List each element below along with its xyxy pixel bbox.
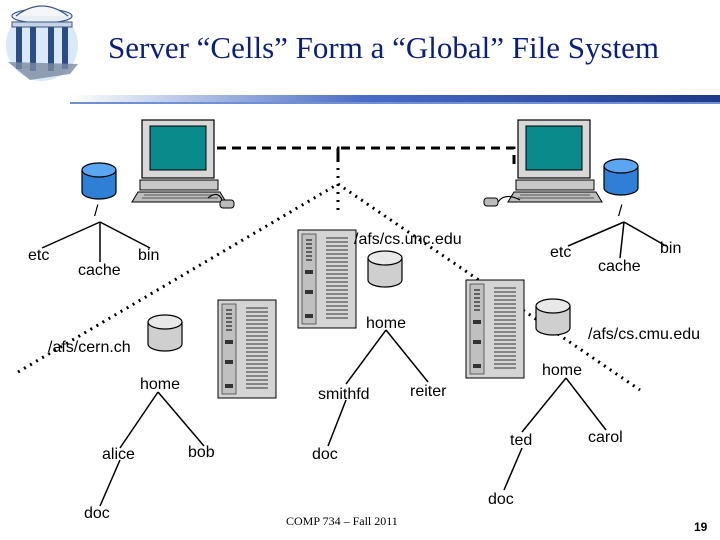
right-client-root-label: / [618,203,623,220]
cell-cern-doc-label: doc [84,505,110,522]
right-client-cache-label: cache [598,258,641,275]
left-client-computer-icon [131,119,227,203]
cell-unc-path-label: /afs/cs.unc.edu [354,231,462,248]
page-number: 19 [694,520,708,534]
cell-unc-reiter-label: reiter [410,383,447,400]
cell-cmu-ted-label: ted [510,432,533,449]
page-title: Server “Cells” Form a “Global” File Syst… [108,30,659,65]
cell-cern-home-label: home [140,376,181,393]
right-client-etc-label: etc [550,244,572,261]
cell-cmu-carol-label: carol [588,429,623,446]
tree-edges [41,221,667,507]
cell-cmu-home-label: home [542,362,583,379]
left-client-bin-label: bin [138,247,160,264]
left-client-cache-label: cache [78,262,121,279]
left-client-etc-label: etc [28,247,50,264]
cell-cern-bob-label: bob [188,444,215,461]
network-link-cern [17,182,339,374]
disk-cern-icon [147,314,183,352]
right-client-computer-icon [507,119,603,203]
cell-unc-smithfd-label: smithfd [318,386,370,403]
cell-unc-home-label: home [366,315,407,332]
server-cern-icon [217,299,277,399]
network-link-right-client [336,146,516,166]
cell-cern-path-label: /afs/cern.ch [48,339,131,356]
disk-unc-icon [367,250,403,288]
left-client-root-label: / [94,203,99,220]
footer-course: COMP 734 – Fall 2011 [286,514,398,528]
cell-cmu-doc-label: doc [488,491,514,508]
cell-cern-alice-label: alice [102,446,135,463]
cell-cmu-path-label: /afs/cs.cmu.edu [588,326,701,343]
left-client-disk-icon [81,162,117,200]
server-cmu-icon [465,279,525,379]
server-unc-icon [297,229,357,329]
right-mouse-cable [497,195,521,203]
header-bar [70,95,720,102]
disk-cmu-icon [535,298,571,336]
old-well-pavilion-icon [6,5,78,81]
header-bar-shadow [70,102,720,104]
right-client-disk-icon [603,158,639,196]
left-mouse-icon [219,199,235,209]
right-mouse-icon [483,197,499,207]
right-client-bin-label: bin [660,240,682,257]
cell-unc-doc-label: doc [312,446,338,463]
